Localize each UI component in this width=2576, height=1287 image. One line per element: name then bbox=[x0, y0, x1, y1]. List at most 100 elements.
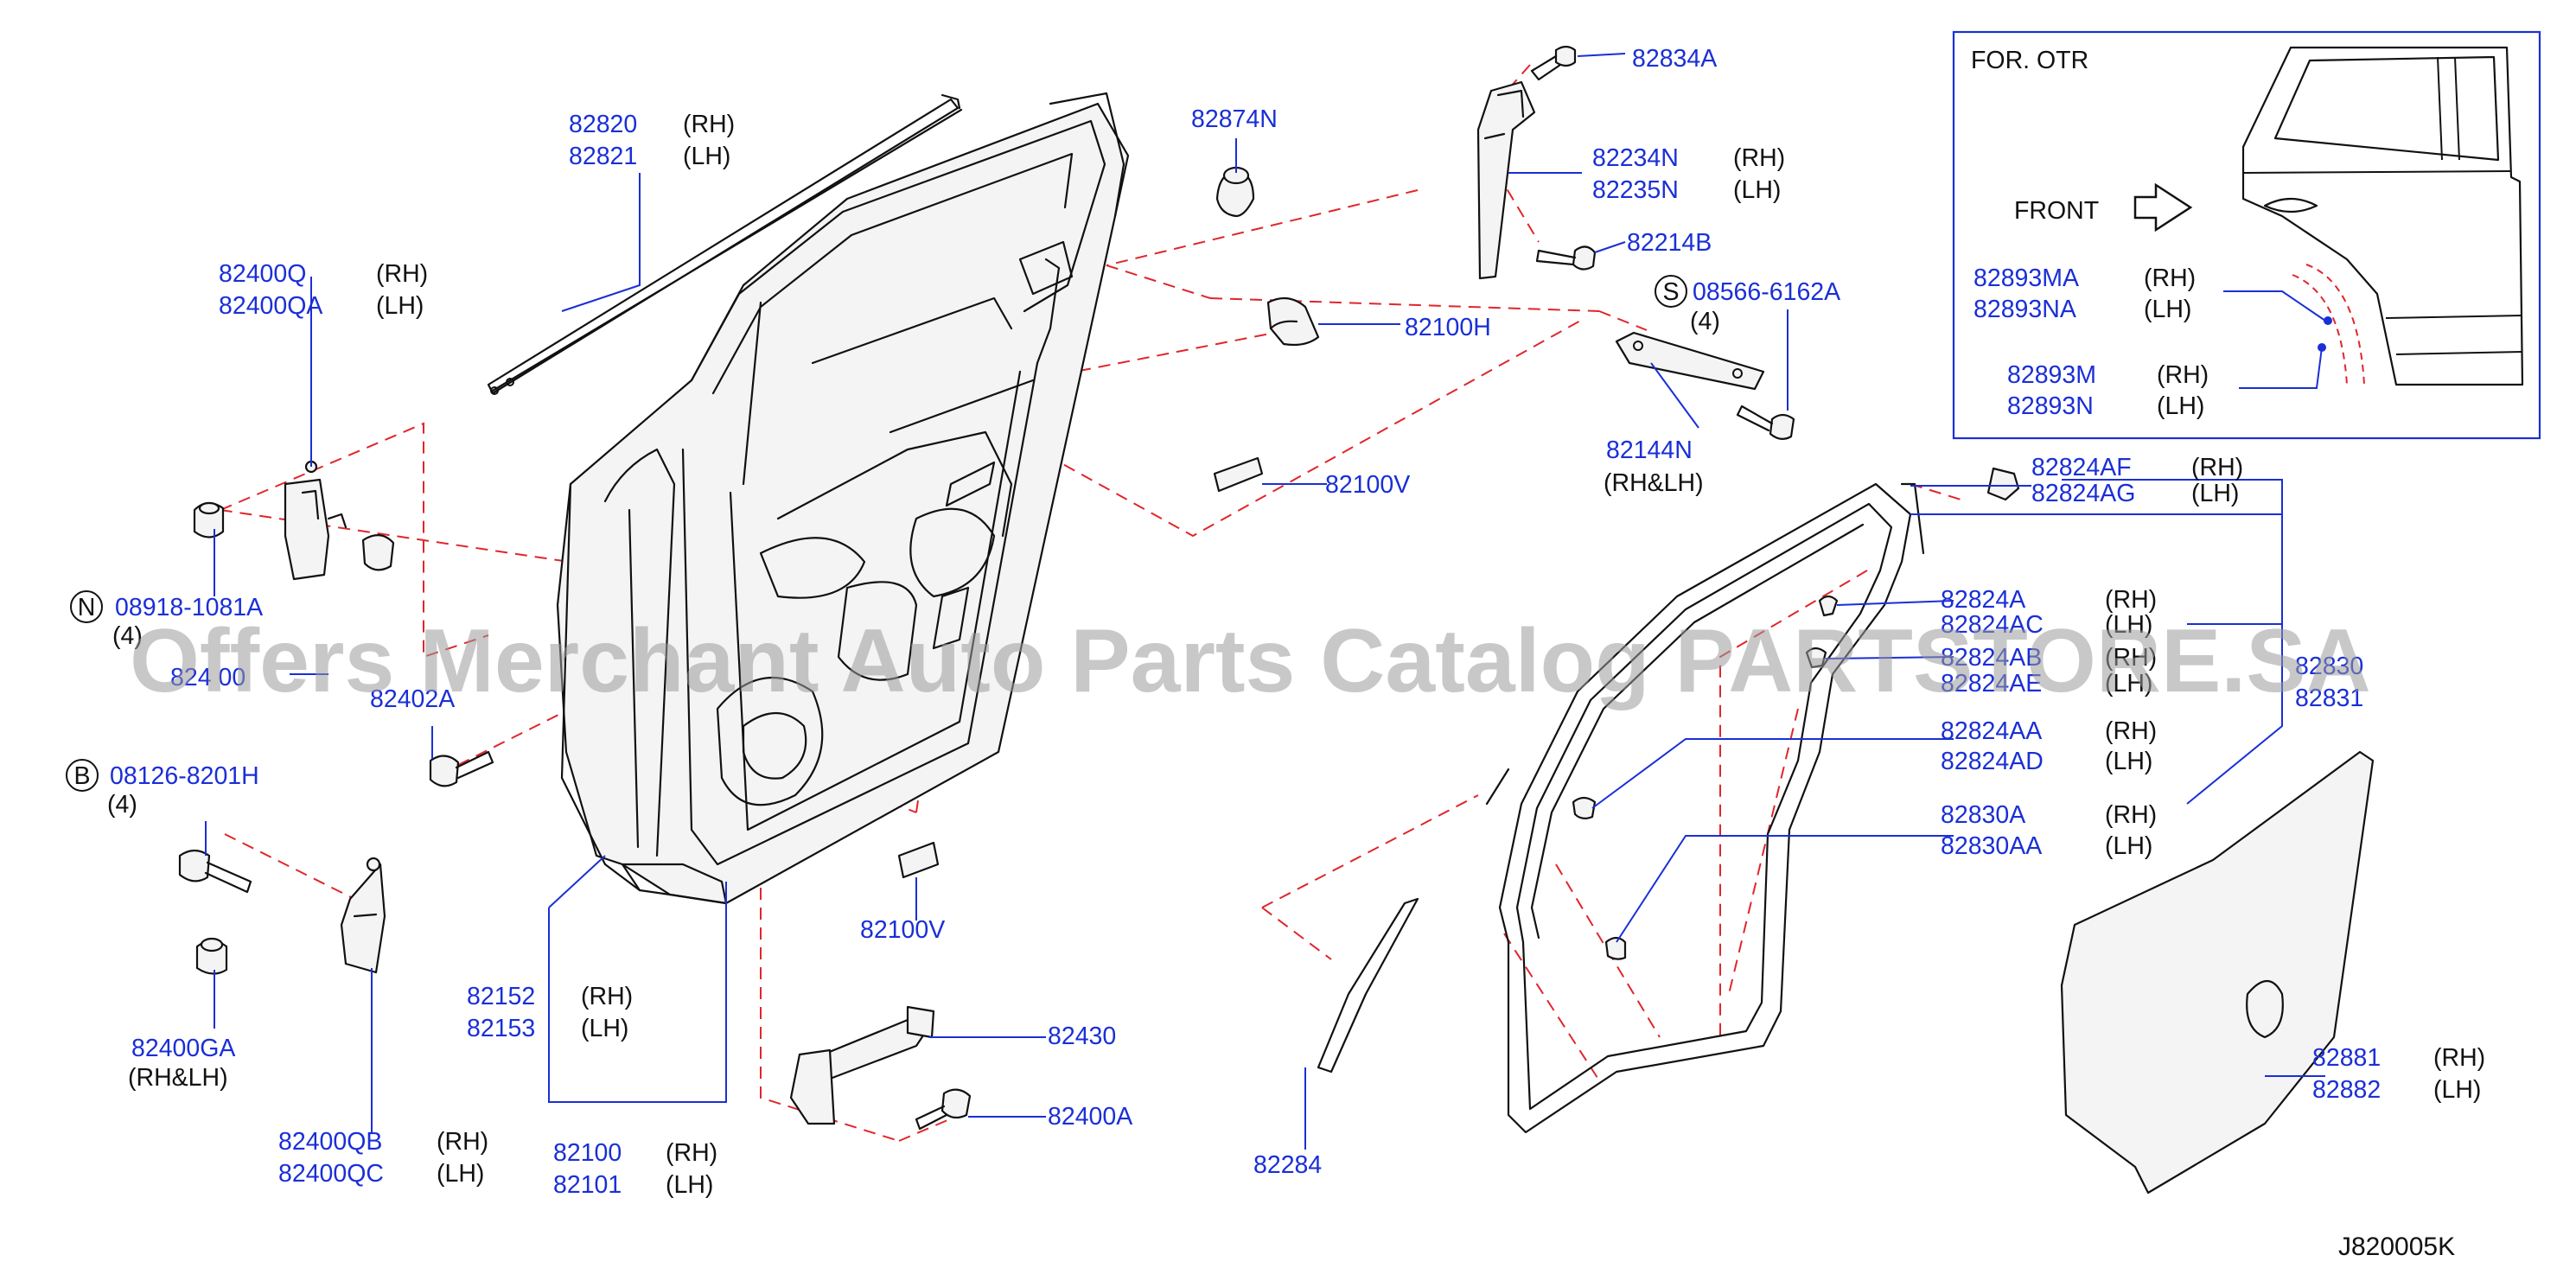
qty-08126-8201H: (4) bbox=[107, 791, 137, 819]
label-82144N[interactable]: 82144N bbox=[1606, 436, 1693, 464]
side-82893N: (LH) bbox=[2157, 392, 2204, 420]
label-82882[interactable]: 82882 bbox=[2312, 1076, 2381, 1104]
side-82824AE: (LH) bbox=[2105, 670, 2152, 698]
label-82874N[interactable]: 82874N bbox=[1191, 105, 1278, 133]
label-82830AA[interactable]: 82830AA bbox=[1941, 832, 2042, 860]
sash-trim-82234N[interactable] bbox=[1476, 80, 1536, 280]
side-82830AA: (LH) bbox=[2105, 832, 2152, 860]
label-82824AD[interactable]: 82824AD bbox=[1941, 748, 2044, 775]
side-82824AF: (RH) bbox=[2191, 454, 2243, 481]
label-82284[interactable]: 82284 bbox=[1253, 1151, 1322, 1179]
label-82234N[interactable]: 82234N bbox=[1592, 144, 1679, 172]
label-08566-6162A[interactable]: 08566-6162A bbox=[1693, 278, 1840, 306]
label-82400Q[interactable]: 82400Q bbox=[219, 260, 306, 288]
label-82834A[interactable]: 82834A bbox=[1632, 45, 1717, 73]
label-82430[interactable]: 82430 bbox=[1048, 1023, 1116, 1050]
weatherstrip-82830[interactable] bbox=[1485, 482, 1925, 1134]
label-08918-1081A[interactable]: 08918-1081A bbox=[115, 594, 263, 621]
label-82824AB[interactable]: 82824AB bbox=[1941, 644, 2042, 672]
label-82100V-bottom[interactable]: 82100V bbox=[860, 916, 945, 944]
label-82400GA[interactable]: 82400GA bbox=[131, 1035, 235, 1062]
label-82893N[interactable]: 82893N bbox=[2007, 392, 2094, 420]
label-82400QA[interactable]: 82400QA bbox=[219, 292, 322, 320]
label-82400-partial[interactable]: 824 00 bbox=[170, 664, 245, 691]
bolt-08566-6162A[interactable] bbox=[1736, 405, 1795, 440]
qty-08566-6162A: (4) bbox=[1690, 308, 1720, 335]
cover-82100V-top[interactable] bbox=[1213, 456, 1264, 493]
grommet-82874N[interactable] bbox=[1215, 166, 1255, 218]
side-82400GA: (RH&LH) bbox=[128, 1064, 228, 1092]
label-82893MA[interactable]: 82893MA bbox=[1973, 264, 2079, 292]
bracket-82144N[interactable] bbox=[1615, 331, 1765, 391]
screw-82834A[interactable] bbox=[1530, 45, 1577, 81]
washer-82400[interactable] bbox=[361, 534, 395, 571]
label-82831[interactable]: 82831 bbox=[2295, 685, 2363, 712]
label-82153[interactable]: 82153 bbox=[467, 1015, 535, 1042]
outer-molding-82820[interactable] bbox=[487, 93, 963, 395]
label-82820[interactable]: 82820 bbox=[569, 111, 637, 138]
sealing-screen-82881[interactable] bbox=[2060, 750, 2375, 1195]
bolt-82402A[interactable] bbox=[429, 750, 494, 787]
side-82400Q: (RH) bbox=[376, 260, 428, 288]
side-82234N: (RH) bbox=[1733, 144, 1785, 172]
inset-car-body bbox=[2241, 46, 2524, 386]
label-82400QB[interactable]: 82400QB bbox=[278, 1128, 382, 1156]
label-82881[interactable]: 82881 bbox=[2312, 1044, 2381, 1072]
hinge-82400Q[interactable] bbox=[284, 460, 348, 581]
qty-08918-1081A: (4) bbox=[112, 622, 143, 650]
side-82824AB: (RH) bbox=[2105, 644, 2157, 672]
label-82824AG[interactable]: 82824AG bbox=[2031, 480, 2135, 507]
side-82830A: (RH) bbox=[2105, 801, 2157, 829]
label-82821[interactable]: 82821 bbox=[569, 143, 637, 170]
label-82214B[interactable]: 82214B bbox=[1627, 229, 1712, 257]
label-08126-8201H[interactable]: 08126-8201H bbox=[110, 762, 259, 790]
label-82824A[interactable]: 82824A bbox=[1941, 586, 2025, 614]
hinge-82400QB[interactable] bbox=[340, 857, 386, 974]
watermark: Offers Merchant Auto Parts Catalog PARTS… bbox=[130, 611, 2371, 711]
marker-s: S bbox=[1655, 275, 1687, 308]
label-82893M[interactable]: 82893M bbox=[2007, 361, 2096, 389]
label-82824AA[interactable]: 82824AA bbox=[1941, 717, 2042, 745]
label-82824AC[interactable]: 82824AC bbox=[1941, 611, 2044, 639]
side-82824AA: (RH) bbox=[2105, 717, 2157, 745]
cap-82100H[interactable] bbox=[1266, 296, 1320, 347]
label-82830[interactable]: 82830 bbox=[2295, 653, 2363, 680]
label-82101[interactable]: 82101 bbox=[553, 1171, 622, 1199]
bolt-82400A[interactable] bbox=[915, 1088, 972, 1131]
check-link-82430[interactable] bbox=[789, 1005, 935, 1125]
nut-08918-1081A[interactable] bbox=[193, 501, 225, 538]
side-82824AG: (LH) bbox=[2191, 480, 2239, 507]
label-82824AF[interactable]: 82824AF bbox=[2031, 454, 2132, 481]
nut-82400GA[interactable] bbox=[195, 937, 228, 975]
label-82152[interactable]: 82152 bbox=[467, 983, 535, 1010]
side-82820: (RH) bbox=[683, 111, 735, 138]
label-82100V-top[interactable]: 82100V bbox=[1325, 471, 1410, 499]
rear-door-shell[interactable] bbox=[556, 92, 1130, 905]
label-82402A[interactable]: 82402A bbox=[370, 685, 455, 713]
label-82235N[interactable]: 82235N bbox=[1592, 176, 1679, 204]
screw-82214B[interactable] bbox=[1535, 245, 1597, 271]
side-82893MA: (RH) bbox=[2144, 264, 2196, 292]
side-82824AD: (LH) bbox=[2105, 748, 2152, 775]
bolt-08126-8201H[interactable] bbox=[178, 849, 252, 894]
label-82100[interactable]: 82100 bbox=[553, 1139, 622, 1167]
cover-82100V-bottom[interactable] bbox=[897, 841, 940, 879]
side-82400QC: (LH) bbox=[437, 1160, 484, 1188]
front-arrow-icon bbox=[2133, 182, 2193, 233]
side-82824AC: (LH) bbox=[2105, 611, 2152, 639]
label-82400QC[interactable]: 82400QC bbox=[278, 1160, 384, 1188]
side-82893NA: (LH) bbox=[2144, 296, 2191, 323]
label-82400A[interactable]: 82400A bbox=[1048, 1103, 1132, 1131]
rear-molding-82284[interactable] bbox=[1317, 897, 1419, 1074]
label-82893NA[interactable]: 82893NA bbox=[1973, 296, 2076, 323]
label-82100H[interactable]: 82100H bbox=[1405, 314, 1491, 341]
clips-82824[interactable] bbox=[1572, 467, 2020, 960]
side-82235N: (LH) bbox=[1733, 176, 1781, 204]
side-82101: (LH) bbox=[666, 1171, 713, 1199]
inset-front-label: FRONT bbox=[2014, 197, 2099, 225]
label-82824AE[interactable]: 82824AE bbox=[1941, 670, 2042, 698]
svg-text:S: S bbox=[1662, 278, 1679, 306]
label-82830A[interactable]: 82830A bbox=[1941, 801, 2025, 829]
marker-b: B bbox=[66, 759, 99, 792]
side-82400QA: (LH) bbox=[376, 292, 424, 320]
